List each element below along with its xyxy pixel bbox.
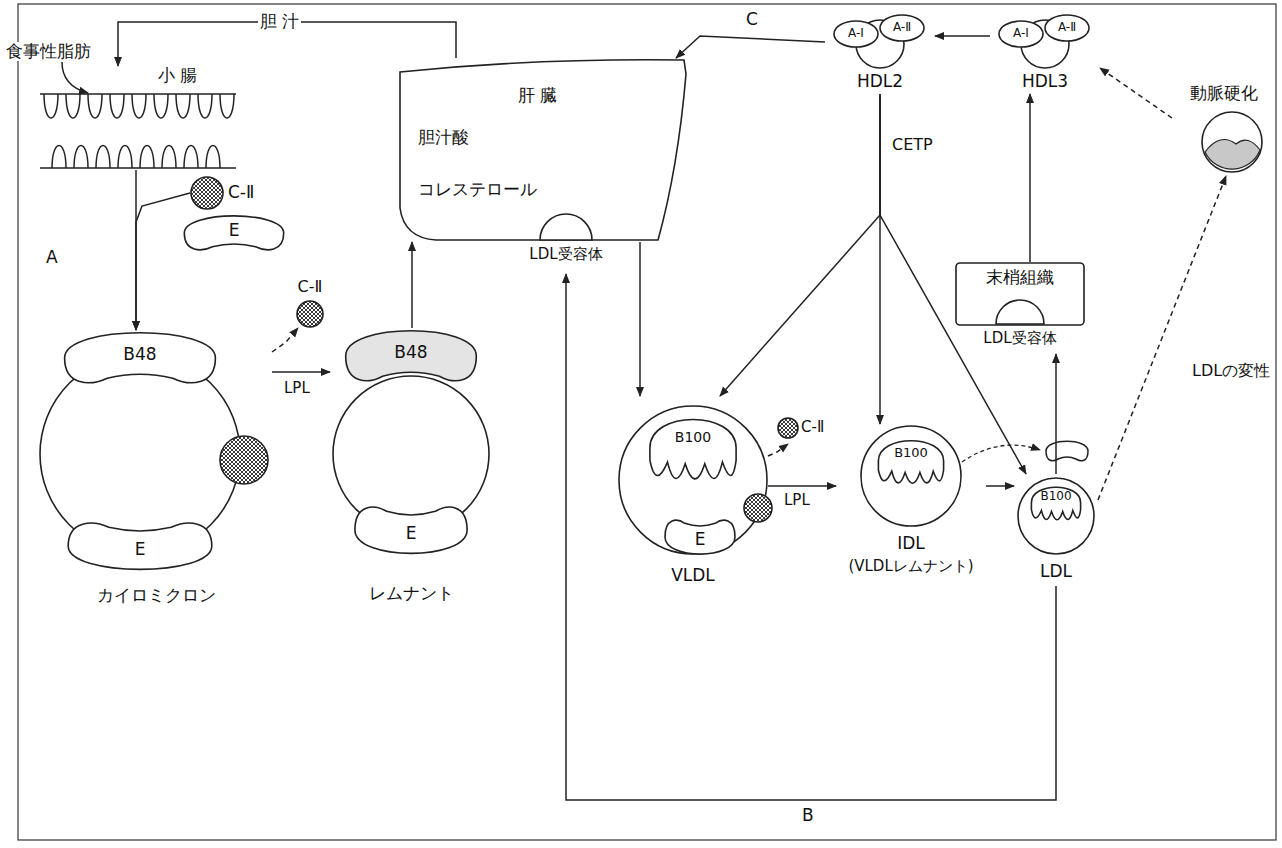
node-text: E: [695, 530, 706, 549]
node-text: B48: [123, 345, 156, 364]
edge-label: C: [744, 10, 760, 29]
hdl2-particle: HDL2 A-Ⅰ A-Ⅱ: [825, 8, 935, 94]
metabolite-label: コレステロール: [416, 180, 539, 199]
edge-label: LPL: [782, 492, 812, 509]
intestine-villi: 小 腸: [40, 66, 240, 170]
node-text: B100: [894, 446, 928, 460]
idl-particle: IDL (VLDLレムナント) B100: [836, 424, 986, 584]
edge-label: 胆 汁: [258, 12, 301, 31]
ldl-particle: LDL B100: [1014, 474, 1098, 586]
apoprotein-b100: B100: [644, 410, 742, 494]
intestine-villi-outline: [40, 66, 240, 170]
connector-arrow: [1029, 94, 1031, 262]
frame-border: [18, 4, 1276, 840]
node-text: B100: [1040, 490, 1071, 503]
node-text: C-Ⅱ: [298, 278, 323, 296]
node-text: レムナント: [369, 584, 454, 603]
connector-arrow: [768, 444, 788, 456]
edge-label: B: [800, 806, 816, 825]
atherosclerosis-artery: 動脈硬化: [1172, 80, 1276, 176]
liver-organ: 肝 臓LDL受容体: [396, 58, 690, 242]
node-text: A-Ⅰ: [1013, 27, 1029, 40]
intake-label: 食事性脂肪: [4, 42, 93, 61]
node-text: LDL受容体: [983, 330, 1056, 347]
ldl-receptor: LDL受容体: [975, 292, 1065, 354]
node-text: カイロミクロン: [97, 586, 216, 605]
connector-arrow: [1098, 176, 1226, 500]
connector-arrow: [676, 36, 825, 58]
apoprotein-b100: B100: [1028, 482, 1084, 528]
apoprotein-e: E: [350, 504, 472, 556]
intake-arrow: [62, 62, 88, 93]
node-text: E: [229, 221, 240, 240]
apoprotein-a1: A-Ⅰ: [998, 20, 1044, 48]
node-text: A-Ⅱ: [893, 21, 911, 34]
apoprotein-c2: C-Ⅱ: [190, 176, 274, 210]
node-text: B100: [675, 430, 711, 445]
edge-label: LDLの変性: [1190, 362, 1272, 380]
edge-label: CETP: [890, 136, 935, 154]
connector-arrow: [1055, 354, 1057, 474]
node-text: E: [406, 524, 417, 543]
node-text: (VLDLレムナント): [848, 558, 973, 575]
node-text: B48: [394, 343, 427, 362]
connector-arrow: [986, 485, 1014, 487]
metabolite-label: 胆汁酸: [416, 128, 471, 147]
hdl3-particle: HDL3 A-Ⅰ A-Ⅱ: [990, 8, 1100, 94]
apoprotein-e: E: [662, 518, 738, 556]
apoprotein-b48: B48: [340, 328, 482, 384]
connector-arrow: [136, 193, 190, 330]
edge-label: A: [44, 248, 60, 267]
apoprotein-e: E: [62, 520, 218, 572]
connector-arrow: [411, 242, 413, 328]
connector-arrow: [768, 485, 836, 487]
apoprotein-a2: A-Ⅱ: [1044, 14, 1090, 42]
node-text: LDL受容体: [529, 246, 602, 263]
remnant-particle: レムナント B48E: [330, 328, 492, 608]
apoprotein-b100-outline: [874, 434, 948, 494]
node-text: C-Ⅱ: [228, 183, 254, 202]
apoprotein-b100-outline: [1028, 482, 1084, 528]
apoprotein-b100: B100: [874, 434, 948, 494]
connector-arrow: [935, 35, 990, 37]
apoprotein-a2: A-Ⅱ: [879, 14, 925, 42]
node-text: E: [135, 540, 146, 559]
ldl-receptor: LDL受容体: [516, 206, 616, 274]
apoprotein-a1: A-Ⅰ: [833, 20, 879, 48]
apoprotein-b48: B48: [58, 330, 222, 386]
peripheral-tissue: 末梢組織 LDL受容体: [955, 262, 1085, 358]
node-text: LDL: [1040, 562, 1072, 581]
connector-arrow: [720, 94, 880, 396]
connector-arrow: [272, 328, 298, 352]
apoprotein-e: E: [180, 214, 288, 252]
node-text: 小 腸: [158, 66, 197, 85]
node-text: VLDL: [671, 566, 715, 585]
node-text: A-Ⅰ: [848, 27, 864, 40]
connector-arrow: [639, 242, 641, 396]
node-text: 肝 臓: [518, 86, 557, 105]
apoprotein-c2: C-Ⅱ: [282, 278, 338, 328]
node-text: C-Ⅱ: [801, 419, 824, 436]
node-text: A-Ⅱ: [1058, 21, 1076, 34]
connector-arrow: [272, 371, 330, 373]
apoprotein-b100-outline: [644, 410, 742, 494]
edge-label: LPL: [282, 380, 312, 397]
ldl-receptor-outline: [516, 206, 616, 274]
connector-arrow: [566, 274, 1056, 800]
vldl-particle: VLDL B100E: [618, 396, 768, 592]
node-text: HDL3: [1022, 72, 1068, 91]
node-text: 動脈硬化: [1190, 84, 1258, 103]
chylomicron-particle: カイロミクロン B48E: [40, 330, 272, 610]
node-text: HDL2: [857, 72, 903, 91]
node-text: 末梢組織: [986, 268, 1054, 287]
node-text: IDL: [897, 534, 925, 553]
released-apoprotein: [1046, 441, 1088, 460]
connector-arrow: [1100, 68, 1172, 118]
apoprotein-c2: C-Ⅱ: [778, 412, 836, 444]
release-arrow: [962, 445, 1040, 462]
